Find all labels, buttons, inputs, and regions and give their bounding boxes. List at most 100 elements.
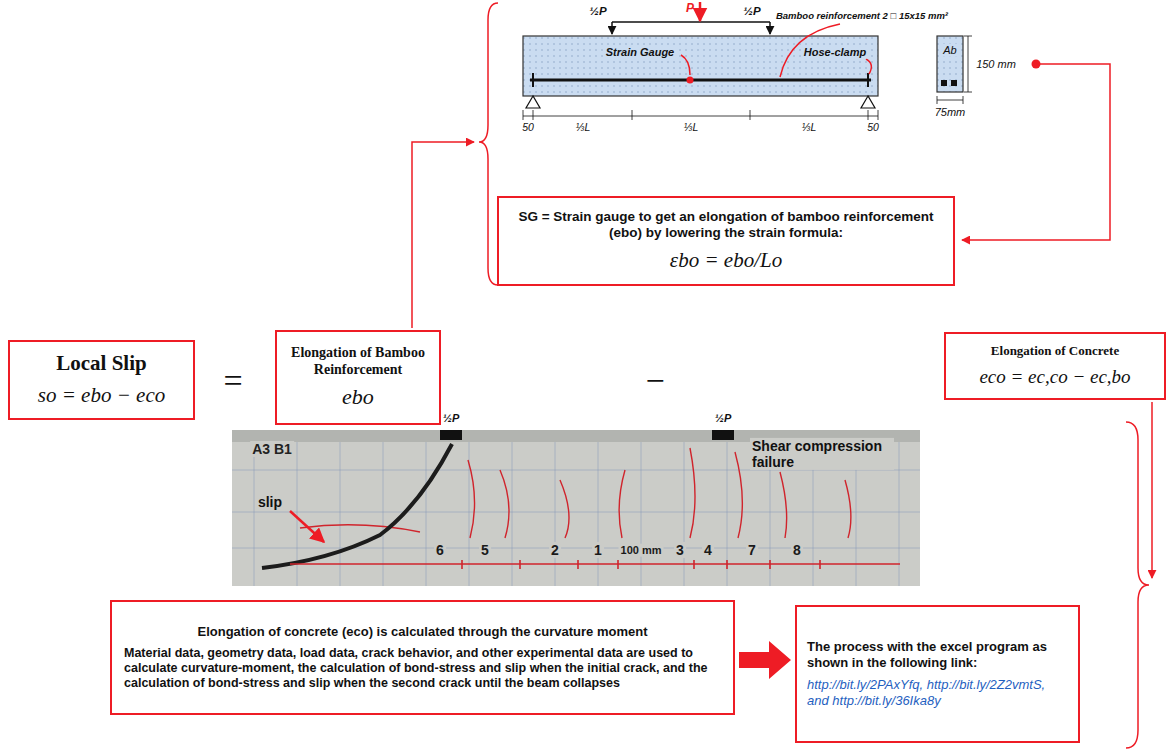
box-heading: Local Slip: [18, 351, 185, 377]
callout-number: 4: [702, 542, 714, 558]
operator: =: [221, 361, 244, 400]
cross-section: [963, 96, 964, 104]
beam-drawing: [532, 73, 534, 87]
formula-box: Local Slip so = ebo − eco: [8, 340, 195, 420]
curly-bracket: [1126, 422, 1149, 748]
note-box: SG = Strain gauge to get an elongation o…: [497, 196, 955, 286]
dimension: 100 mm: [619, 544, 664, 557]
beam-drawing: [750, 110, 751, 120]
load-label: ½P: [441, 412, 462, 425]
callout-number: 3: [674, 542, 686, 558]
leader-line: [412, 142, 474, 328]
cross-section: [941, 80, 947, 86]
cross-section: [964, 92, 972, 93]
formula-box: Elongation of Bamboo Reinforcementebo: [275, 330, 441, 425]
beam-drawing: [867, 73, 869, 87]
specimen-label: A3 B1: [250, 441, 294, 457]
beam-drawing: [523, 110, 524, 120]
beam-drawing: [681, 55, 690, 75]
part-label: Bamboo reinforcement 2 □ 15x15 mm²: [774, 11, 950, 22]
beam-photo: [619, 470, 625, 538]
beam-photo: [440, 430, 462, 440]
load-label: ½P: [741, 5, 762, 18]
formula-box: Elongation of Concrete eco = ec,co − ec,b…: [944, 332, 1166, 400]
callout-number: 6: [434, 542, 446, 558]
beam-photo: [232, 430, 920, 586]
beam-drawing: [523, 36, 878, 96]
leader-line: [962, 64, 1110, 240]
dimension: ⅓L: [682, 121, 701, 133]
box-body: eco = ec,co − ec,bo: [954, 365, 1156, 388]
beam-drawing: [526, 96, 540, 108]
beam-drawing: [533, 110, 534, 120]
part-label: slip: [256, 494, 284, 510]
dimension: ⅓L: [574, 121, 593, 133]
beam-drawing: [530, 79, 871, 82]
beam-photo: [617, 560, 619, 569]
operator: −: [643, 361, 666, 400]
beam-photo: [290, 563, 900, 565]
beam-photo: [819, 560, 821, 569]
callout-number: 5: [479, 542, 491, 558]
callout-number: 8: [791, 542, 803, 558]
load-label: ½P: [587, 5, 608, 18]
cross-section: [964, 36, 972, 37]
cross-section: [937, 36, 963, 92]
dimension: 50: [520, 121, 536, 133]
note-box: The process with the excel program as sh…: [795, 605, 1080, 743]
beam-photo: [232, 430, 920, 586]
beam-photo: [712, 430, 734, 440]
cross-section: [937, 100, 963, 101]
beam-photo: [290, 511, 324, 542]
box-body: εbo = ebo/Lo: [511, 248, 941, 274]
callout-number: 7: [746, 542, 758, 558]
beam-drawing: [632, 110, 633, 120]
part-label: Strain Gauge: [604, 46, 676, 59]
beam-photo: [845, 480, 851, 538]
callout-number: 2: [549, 542, 561, 558]
beam-drawing: [769, 22, 771, 34]
box-body: so = ebo − eco: [18, 383, 185, 409]
beam-drawing: [523, 116, 878, 117]
load-label: P: [684, 2, 696, 16]
curly-bracket: [479, 3, 498, 285]
box-heading: Elongation of Concrete: [954, 343, 1156, 359]
box-heading: Elongation of concrete (eco) is calculat…: [124, 624, 721, 640]
photo-grid: [727, 442, 728, 586]
beam-photo: [560, 480, 569, 538]
beam-photo: [462, 560, 820, 569]
load-label: ½P: [713, 412, 734, 425]
dimension: 75mm: [933, 106, 968, 119]
box-body: http://bit.ly/2PAxYfq, http://bit.ly/2Z2…: [807, 677, 1068, 709]
leader-line: [1151, 402, 1153, 578]
beam-photo: [468, 460, 475, 538]
beam-photo: [519, 560, 521, 569]
beam-photo: [461, 560, 463, 569]
beam-drawing: [868, 110, 869, 120]
cross-section: [937, 96, 938, 104]
part-label: Ab: [941, 44, 958, 57]
dimension: 150 mm: [974, 58, 1018, 71]
beam-drawing: [687, 77, 694, 84]
cross-section: [937, 36, 972, 104]
beam-drawing: [866, 59, 871, 74]
photo-grid: [254, 442, 255, 586]
beam-photo: [577, 560, 579, 569]
box-body: ebo: [285, 384, 431, 411]
beam-photo: [735, 452, 742, 538]
beam-photo: [500, 470, 509, 538]
box-heading: The process with the excel program as sh…: [807, 639, 1068, 671]
beam-photo: [300, 525, 420, 532]
dimension: ⅓L: [800, 121, 819, 133]
beam-drawing: [699, 2, 702, 21]
block-arrow: [739, 641, 791, 679]
photo-note: Shear compression failure: [750, 438, 894, 470]
photo-grid: [232, 548, 920, 549]
part-label: Hose-clamp: [802, 46, 868, 59]
note-box: Elongation of concrete (eco) is calculat…: [110, 600, 735, 715]
beam-photo: [262, 444, 452, 568]
beam-drawing: [878, 110, 879, 120]
beam-photo: [726, 560, 728, 569]
beam-drawing: [612, 21, 770, 23]
